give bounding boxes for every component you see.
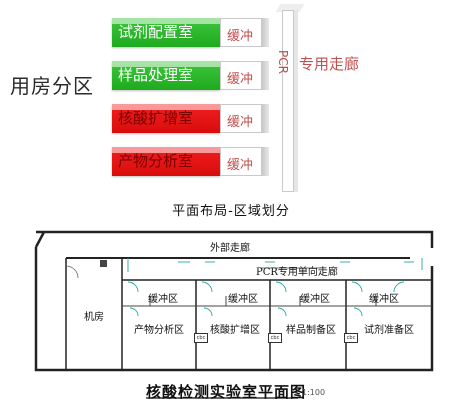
door-arc	[65, 265, 79, 279]
outer-wall	[34, 231, 434, 372]
outer-wall-top	[36, 230, 434, 248]
buffer-label: 缓冲区	[300, 294, 330, 305]
buffer-side	[262, 18, 269, 47]
block-product-analysis: 产物分析室	[112, 147, 220, 176]
block-sample-processing: 样品处理室	[112, 61, 220, 90]
plan-scale: 1:100	[302, 388, 326, 397]
door-marks	[127, 258, 423, 317]
zoning-title: 用房分区	[10, 74, 94, 98]
buffer-label: 缓冲	[220, 147, 262, 176]
buffer-side	[262, 61, 269, 90]
pass-box-icon: cbc	[194, 333, 208, 343]
pcr-corridor-label: PCR专用单向走廊	[256, 267, 338, 278]
buffer-side	[262, 147, 269, 176]
plan-title: 核酸检测实验室平面图	[146, 383, 307, 401]
outer-corridor-label: 外部走廊	[210, 243, 250, 254]
buffer-label: 缓冲区	[228, 294, 258, 305]
machine-room-label: 机房	[84, 312, 104, 323]
buffer-label: 缓冲区	[148, 294, 178, 305]
pass-box-icon: cbc	[344, 333, 358, 343]
buffer-label: 缓冲	[220, 18, 262, 47]
block-reagent-prep: 试剂配置室	[112, 18, 220, 47]
buffer-label: 缓冲	[220, 104, 262, 133]
machine-room-walls	[65, 258, 123, 370]
buffer-label: 缓冲	[220, 61, 262, 90]
buffer-label: 缓冲区	[369, 294, 399, 305]
pcr-corridor-bar	[282, 10, 294, 192]
pass-box-icon: cbc	[268, 333, 282, 343]
buffer-inner-walls	[149, 296, 377, 306]
machine-room-unit	[100, 260, 107, 267]
block-amplification: 核酸扩增室	[112, 104, 220, 133]
room-amplification: 核酸扩增区	[210, 325, 260, 336]
corridor-label: 专用走廊	[299, 55, 360, 73]
buffer-side	[262, 104, 269, 133]
room-dividers	[195, 280, 347, 370]
room-product-analysis: 产物分析区	[134, 325, 184, 336]
room-sample-prep: 样品制备区	[286, 325, 336, 336]
room-reagent-prep: 试剂准备区	[364, 325, 414, 336]
layout-caption: 平面布局-区域划分	[172, 204, 290, 219]
